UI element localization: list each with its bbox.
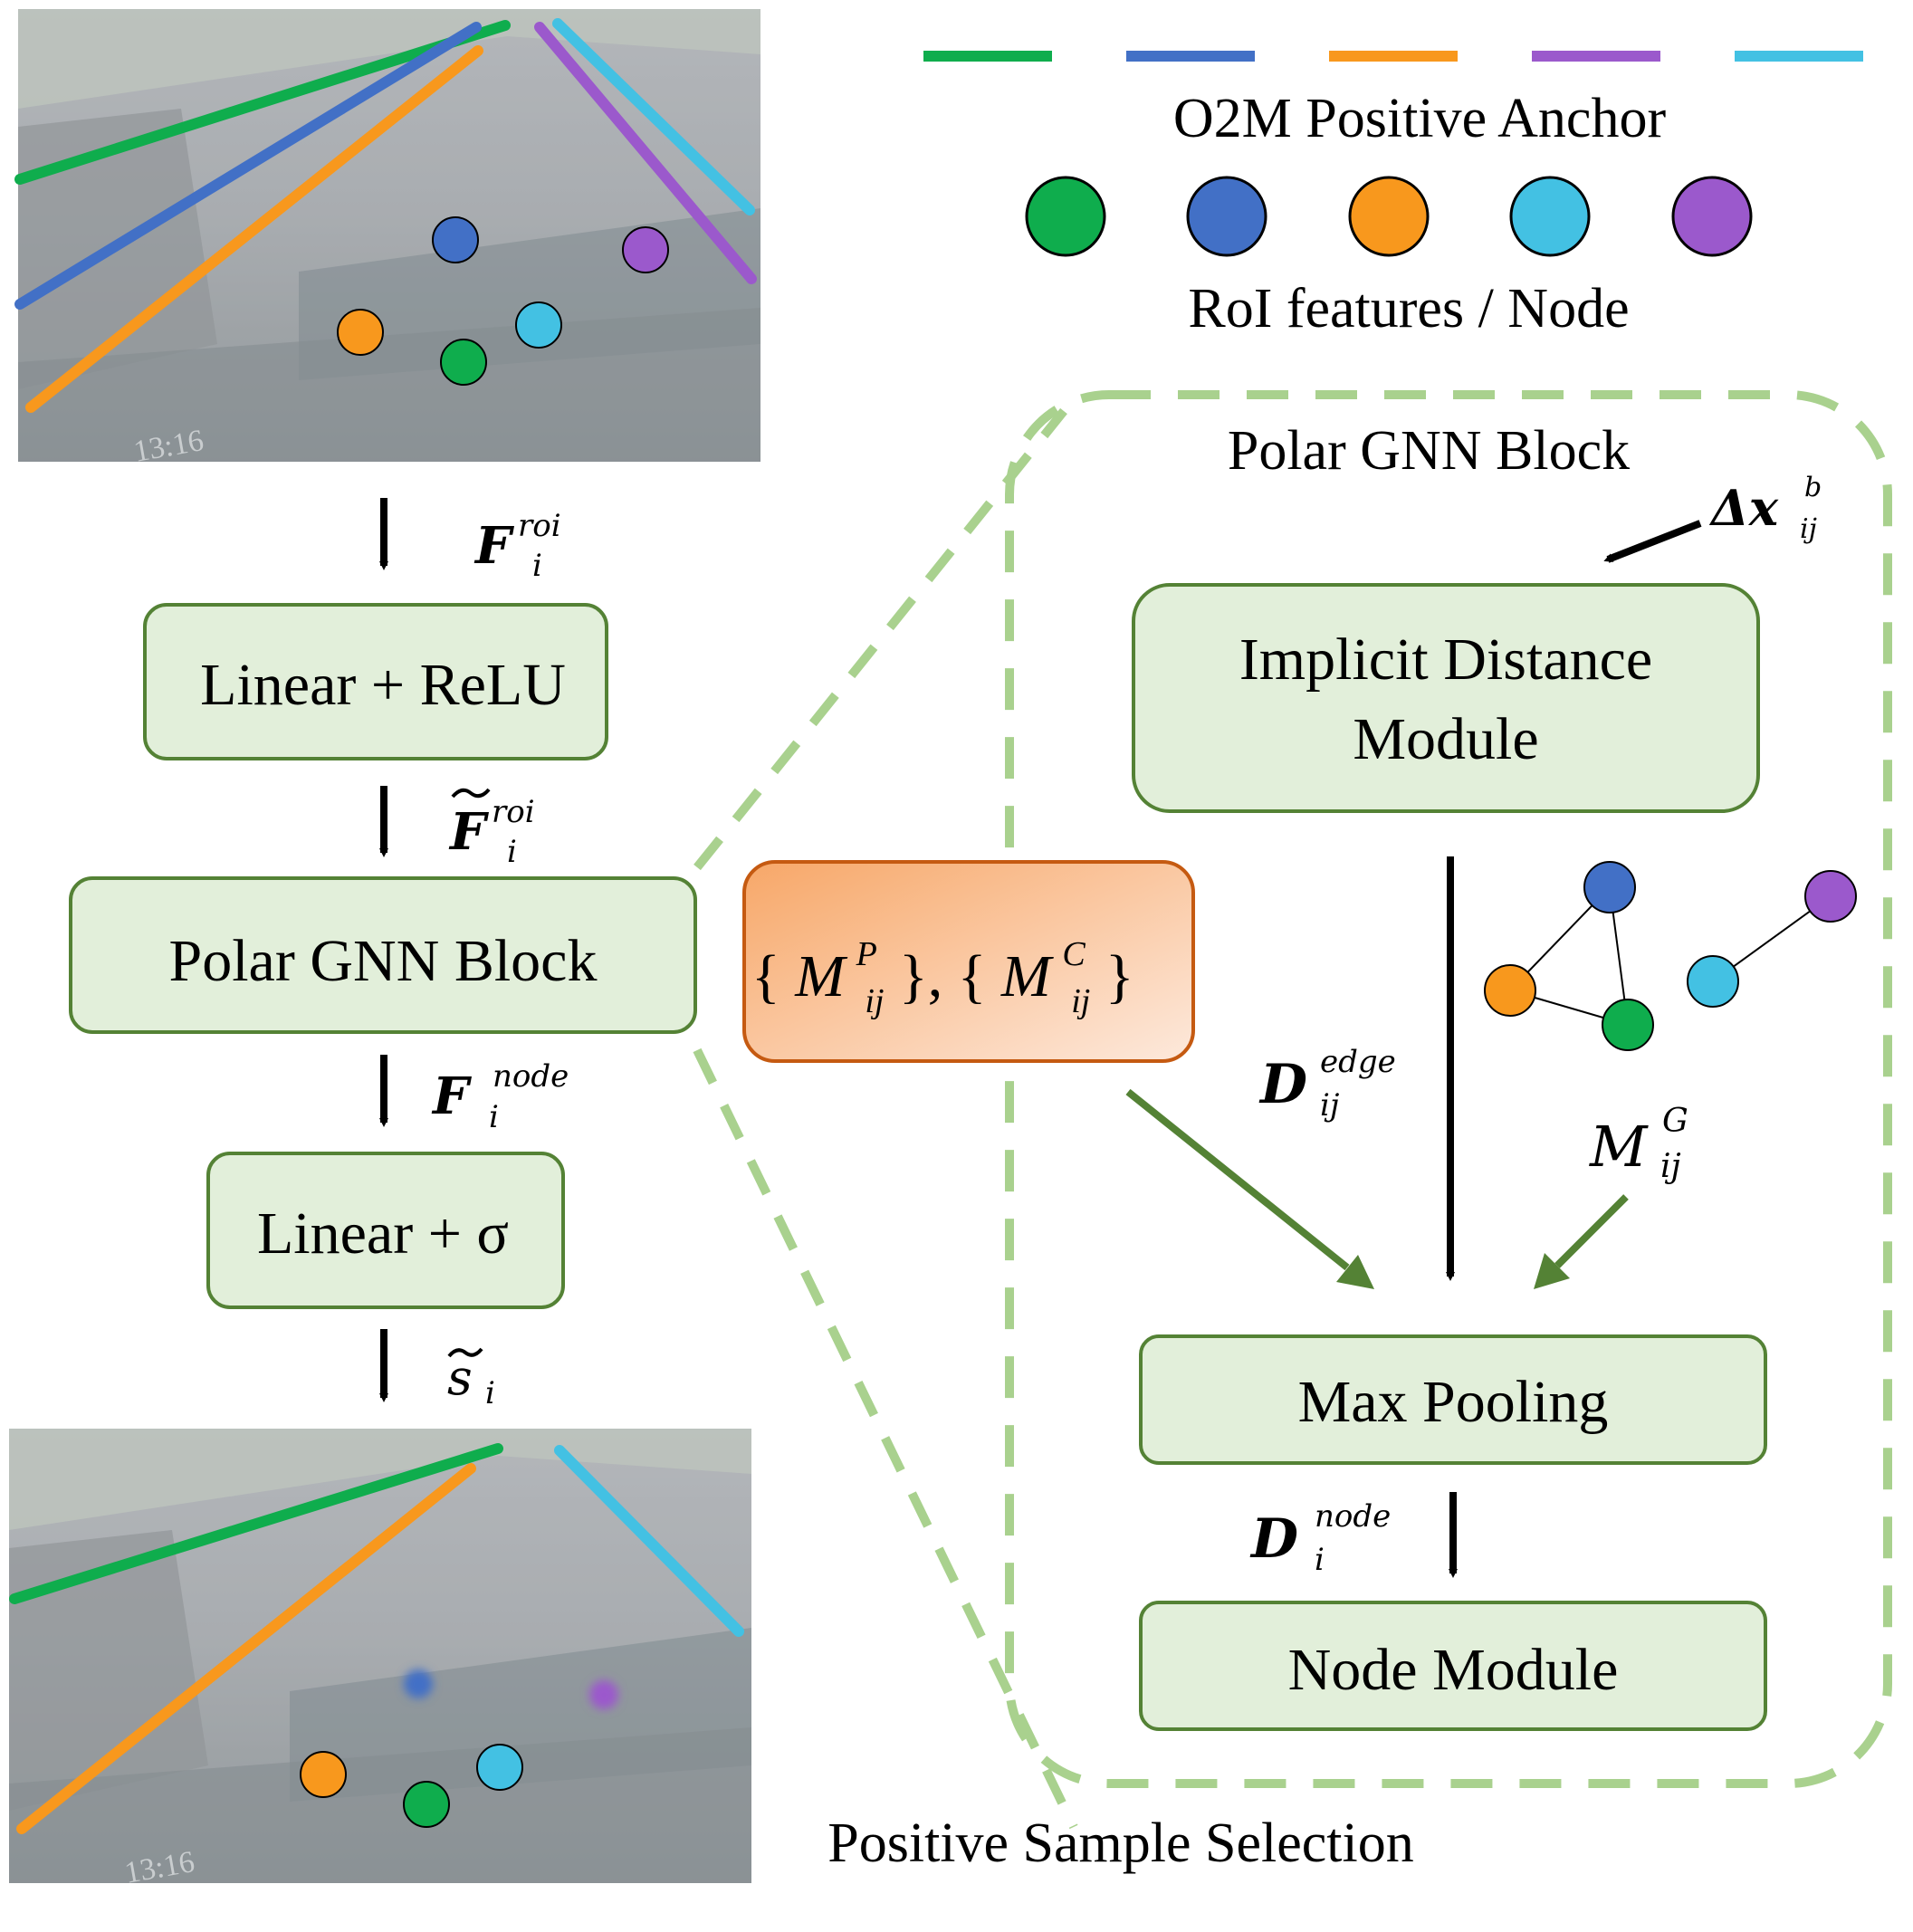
linear-relu-box (143, 603, 608, 760)
gnn-block-title: Polar GNN Block (1228, 420, 1630, 482)
max-pooling-label: Max Pooling (1298, 1369, 1609, 1435)
bottom-node-purple-faded (589, 1680, 618, 1709)
bottom-caption: Positive Sample Selection (827, 1812, 1414, 1874)
legend-node-swatch (1186, 176, 1267, 257)
label-m-g: M G ij (1589, 1079, 1706, 1185)
arrow-masks-head (1336, 1255, 1374, 1289)
zoom-line-top (693, 407, 1067, 871)
graph-node-blue (1583, 861, 1636, 913)
top-lane-orange (25, 45, 483, 413)
top-node-purple (622, 226, 669, 273)
bottom-lane-orange (16, 1463, 476, 1834)
bottom-node-orange (300, 1751, 347, 1798)
arrow-delta-x (1603, 520, 1702, 563)
graph-illustration (1484, 861, 1857, 1051)
tilde-mark-s (447, 1347, 483, 1358)
label-f-roi: F roi i (473, 489, 579, 584)
graph-node-green (1602, 999, 1654, 1051)
max-pooling-box (1139, 1334, 1767, 1465)
arrow-m-g-head (1534, 1253, 1570, 1289)
top-lane-green (14, 20, 511, 185)
node-module-box (1139, 1601, 1767, 1731)
top-road-photo: 13:16 (14, 9, 760, 469)
linear-sigma-label: Linear + σ (257, 1200, 509, 1267)
legend-node-swatch (1509, 176, 1591, 257)
masks-label: { M P ij }, { M C ij } (751, 913, 1134, 1026)
bottom-node-cyan (476, 1744, 523, 1791)
legend: O2M Positive Anchor RoI features / Node (923, 51, 1863, 340)
label-delta-x: Δx b ij (1708, 450, 1839, 545)
legend-node-swatch (1348, 176, 1430, 257)
implicit-distance-box (1132, 583, 1760, 813)
label-d-node: D node i (1249, 1477, 1410, 1578)
top-lane-cyan (552, 18, 755, 215)
bottom-node-green (403, 1781, 450, 1828)
linear-sigma-box (206, 1152, 565, 1309)
legend-node-swatch (1025, 176, 1106, 257)
legend-node-swatches (1025, 176, 1753, 257)
node-module-label: Node Module (1288, 1637, 1619, 1703)
top-node-cyan (515, 301, 562, 349)
polar-gnn-label: Polar GNN Block (169, 928, 598, 994)
legend-node-title: RoI features / Node (1188, 278, 1629, 340)
top-lane-blue (14, 22, 482, 310)
legend-node-swatch (1671, 176, 1753, 257)
svg-text:s i: s i (447, 1349, 495, 1411)
arrow-m-g (1554, 1194, 1629, 1268)
graph-node-purple (1804, 870, 1857, 923)
implicit-distance-label-line1: Implicit Distance (1239, 626, 1652, 693)
linear-relu-label: Linear + ReLU (200, 652, 566, 718)
legend-anchor-title: O2M Positive Anchor (1173, 88, 1667, 149)
top-node-green (440, 339, 487, 386)
implicit-distance-label-line2: Module (1353, 706, 1538, 772)
graph-node-cyan (1687, 955, 1739, 1008)
masks-box (742, 860, 1195, 1063)
polar-gnn-box (69, 876, 697, 1034)
svg-text:F roi i: F roi i (448, 775, 552, 870)
bottom-lane-cyan (554, 1445, 744, 1637)
bottom-lane-green (9, 1443, 503, 1604)
label-d-edge: D edge ij (1258, 1022, 1415, 1124)
label-f-node: F node i (431, 1039, 587, 1135)
top-node-orange (337, 309, 384, 356)
zoom-line-bottom (693, 1047, 1078, 1830)
label-s-tilde: s i (447, 1347, 495, 1411)
gnn-block-border (1005, 390, 1892, 1788)
bottom-road-photo: 13:16 (9, 1429, 751, 1890)
top-node-blue (432, 216, 479, 263)
tilde-mark (451, 788, 491, 799)
bottom-node-blue-faded (404, 1669, 433, 1698)
arrow-masks (1125, 1088, 1350, 1271)
graph-node-orange (1484, 964, 1536, 1017)
top-lane-purple (534, 22, 757, 284)
label-f-roi-tilde: F roi i (448, 775, 552, 870)
